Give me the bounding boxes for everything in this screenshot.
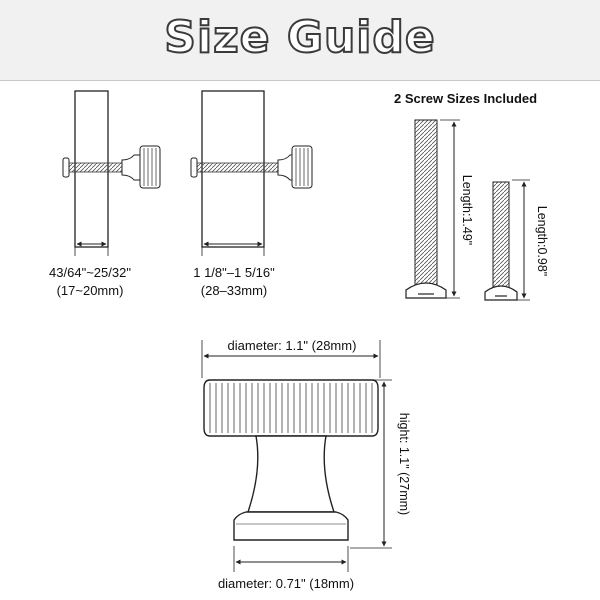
thin-panel-diagram <box>62 90 161 256</box>
thick-panel-range-label: 1 1/8"–1 5/16" <box>193 265 275 280</box>
knob-top-diameter-label: diameter: 1.1" (28mm) <box>227 338 357 353</box>
thick-panel-metric-label: (28–33mm) <box>200 283 268 298</box>
knob-base <box>233 511 349 541</box>
knob-head <box>203 379 379 437</box>
thin-knob-stem <box>121 154 141 181</box>
knob-front-view <box>201 340 392 572</box>
screw-sizes-heading: 2 Screw Sizes Included <box>394 91 538 106</box>
thick-panel-diagram <box>190 90 313 256</box>
long-screw-length-label: Length:1.49" <box>460 174 474 246</box>
knob-stem <box>247 435 335 513</box>
long-screw <box>405 119 460 299</box>
thin-screw-shank <box>67 162 125 173</box>
title-banner: Size Guide <box>0 0 600 81</box>
knob-knurling <box>209 383 373 433</box>
thick-knob-head <box>291 145 313 189</box>
short-screw-length-label: Length:0.98" <box>535 205 549 277</box>
thick-screw-shank <box>195 162 281 173</box>
short-screw <box>484 179 530 301</box>
thick-screw-head <box>190 157 198 178</box>
knob-base-diameter-label: diameter: 0.71" (18mm) <box>217 576 355 591</box>
page-title: Size Guide <box>163 11 436 64</box>
thin-knob-head <box>139 145 161 189</box>
thin-screw-head <box>62 157 70 178</box>
knob-height-label: hight: 1.1" (27mm) <box>397 412 411 516</box>
thin-panel-metric-label: (17~20mm) <box>56 283 124 298</box>
thin-panel-range-label: 43/64"~25/32" <box>49 265 131 280</box>
